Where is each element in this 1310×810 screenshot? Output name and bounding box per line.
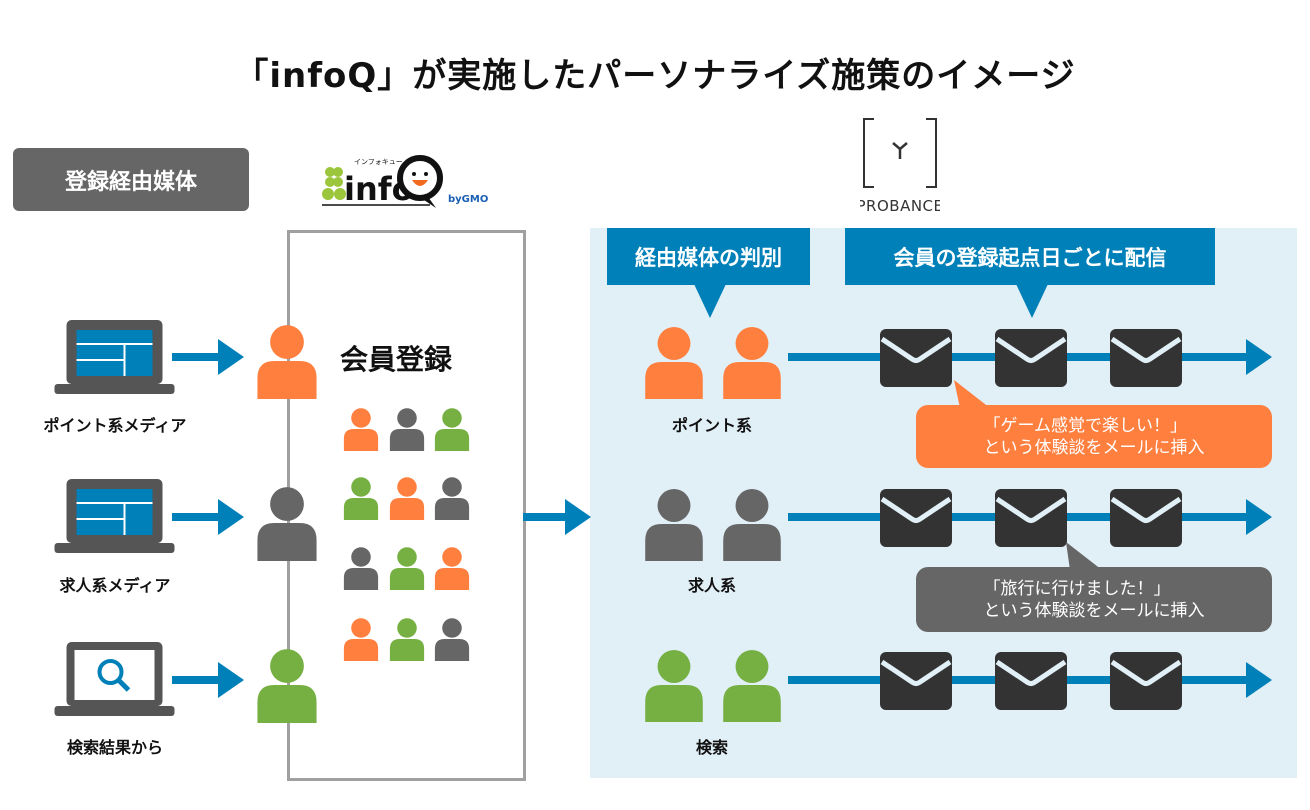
svg-text:PROBANCE: PROBANCE	[860, 197, 940, 215]
envelope-icon	[1110, 652, 1182, 710]
envelope-icon	[880, 329, 952, 387]
member-registration-title: 会員登録	[340, 343, 453, 376]
bubble-pointer	[1066, 542, 1102, 570]
envelope-icon	[1110, 489, 1182, 547]
source-media-label: 登録経由媒体	[13, 148, 249, 211]
segment-person-icon	[723, 650, 781, 722]
member-person-icon	[257, 649, 317, 723]
envelope-icon	[880, 489, 952, 547]
source-arrow	[172, 339, 244, 375]
page-title: 「infoQ」が実施したパーソナライズ施策のイメージ	[234, 56, 1076, 96]
bubble-job-testimonial: 「旅行に行けました！」という体験談をメールに挿入	[916, 567, 1272, 632]
svg-text:byGMO: byGMO	[448, 194, 488, 205]
source-label: ポイント系メディア	[43, 416, 187, 435]
member-grid-person-icon	[434, 408, 470, 451]
segment-person-icon	[723, 327, 781, 399]
source-label: 検索結果から	[66, 738, 163, 757]
envelope-icon	[880, 652, 952, 710]
envelope-icon	[1110, 329, 1182, 387]
bubble-line: 「ゲーム感覚で楽しい！」	[983, 415, 1188, 436]
member-person-icon	[257, 325, 317, 399]
member-grid-person-icon	[389, 408, 425, 451]
svg-text:インフォキュー: インフォキュー	[354, 158, 403, 166]
classify-arrow	[523, 499, 591, 535]
member-grid-person-icon	[389, 547, 425, 590]
member-grid-person-icon	[343, 477, 379, 520]
bubble-pointer	[954, 380, 990, 408]
callout-deliver: 会員の登録起点日ごとに配信	[845, 228, 1215, 285]
member-grid-person-icon	[389, 477, 425, 520]
member-grid-person-icon	[343, 408, 379, 451]
infoq-logo: info byGMO インフォキュー	[318, 150, 493, 212]
segment-person-icon	[645, 327, 703, 399]
bubble-line: という体験談をメールに挿入	[983, 600, 1205, 621]
member-grid-person-icon	[434, 547, 470, 590]
bubble-point-testimonial: 「ゲーム感覚で楽しい！」という体験談をメールに挿入	[916, 405, 1272, 468]
segment-label: 求人系	[687, 576, 736, 595]
bubble-line: という体験談をメールに挿入	[983, 437, 1205, 458]
member-grid-person-icon	[434, 477, 470, 520]
source-arrow	[172, 662, 244, 698]
bubble-line: 「旅行に行けました！」	[983, 578, 1171, 599]
segment-label: ポイント系	[671, 416, 752, 435]
segment-label: 検索	[695, 738, 728, 757]
laptop-icon	[54, 320, 175, 394]
source-label: 求人系メディア	[59, 576, 171, 595]
member-grid-person-icon	[343, 618, 379, 661]
segment-person-icon	[645, 650, 703, 722]
member-grid-person-icon	[343, 547, 379, 590]
source-arrow	[172, 499, 244, 535]
member-grid-person-icon	[389, 618, 425, 661]
laptop-icon	[54, 479, 175, 553]
envelope-icon	[995, 652, 1067, 710]
laptop-search-icon	[54, 642, 175, 716]
segment-person-icon	[723, 489, 781, 561]
callout-pointer	[1016, 284, 1048, 318]
probance-logo: PROBANCE	[857, 115, 943, 215]
callout-pointer	[694, 284, 726, 318]
member-person-icon	[257, 487, 317, 561]
callout-classify: 経由媒体の判別	[607, 228, 810, 285]
segment-person-icon	[645, 489, 703, 561]
envelope-icon	[995, 329, 1067, 387]
member-grid-person-icon	[434, 618, 470, 661]
envelope-icon	[995, 489, 1067, 547]
